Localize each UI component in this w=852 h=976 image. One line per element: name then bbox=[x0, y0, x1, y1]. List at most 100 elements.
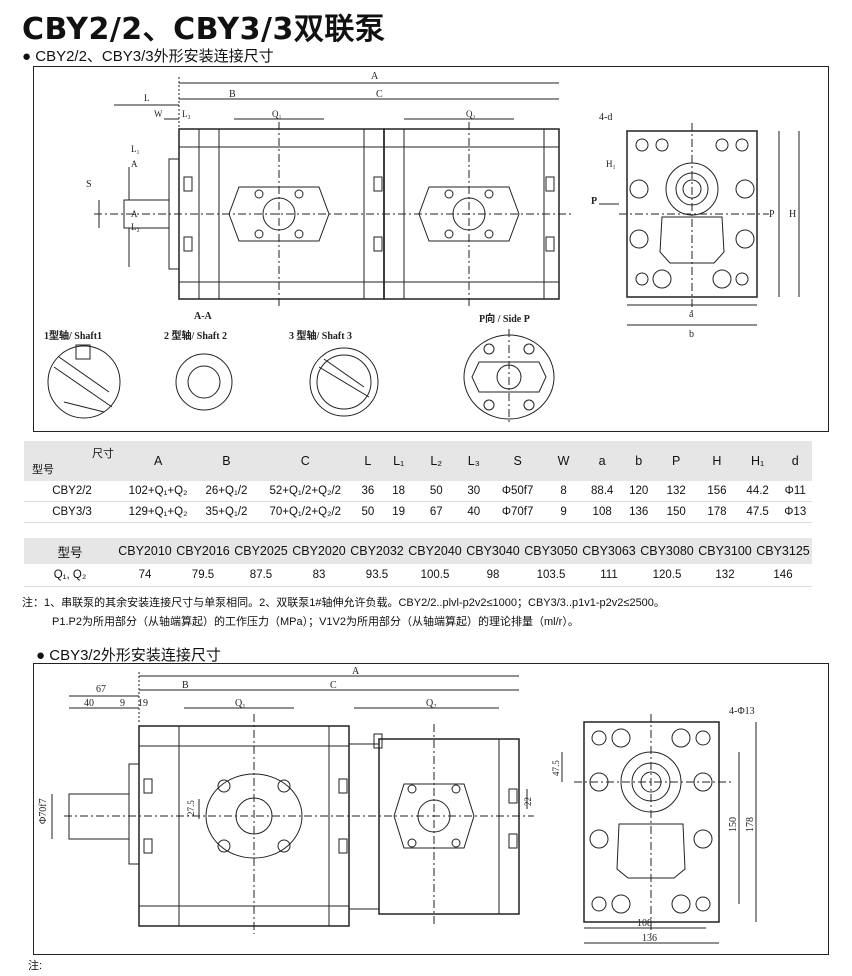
model-header: CBY3125 bbox=[754, 538, 812, 564]
cell: CBY3/3 bbox=[24, 501, 121, 523]
cell: 47.5 bbox=[736, 501, 779, 523]
model-header: CBY3040 bbox=[464, 538, 522, 564]
cell: Φ50f7 bbox=[490, 481, 545, 502]
dim2-475: 47.5 bbox=[551, 760, 561, 776]
col-header: A bbox=[120, 441, 197, 481]
shaft-section-3 bbox=[309, 347, 379, 417]
col-header: L bbox=[353, 441, 382, 481]
cell: Φ13 bbox=[778, 501, 812, 523]
model-head-label: 型号 bbox=[24, 538, 116, 564]
dim-c: C bbox=[376, 89, 383, 100]
model-header: CBY2040 bbox=[406, 538, 464, 564]
cell: 136 bbox=[621, 501, 656, 523]
cell: 79.5 bbox=[174, 564, 232, 587]
table-row: CBY3/3 129+Q₁+Q₂ 35+Q₁/2 70+Q₁/2+Q₂/2 50… bbox=[24, 501, 812, 523]
cell: 67 bbox=[415, 501, 458, 523]
section-heading-1: ● CBY2/2、CBY3/3外形安装连接尺寸 bbox=[22, 45, 274, 66]
col-header: L₃ bbox=[457, 441, 491, 481]
cell: 100.5 bbox=[406, 564, 464, 587]
cell: 26+Q₁/2 bbox=[196, 481, 257, 502]
cell: 18 bbox=[381, 481, 416, 502]
col-header: H₁ bbox=[736, 441, 779, 481]
dim-a-small: a bbox=[689, 309, 694, 320]
dim-l1: L₁ bbox=[131, 144, 140, 154]
cell: 50 bbox=[415, 481, 458, 502]
cell: 87.5 bbox=[232, 564, 290, 587]
dim2-c: C bbox=[330, 680, 337, 691]
pump2-body-rear bbox=[378, 738, 520, 915]
dim-aa-top: A bbox=[131, 159, 138, 169]
notes-line-2: P1.P2为所用部分（从轴端算起）的工作压力（MPa）；V1V2为所用部分（从轴… bbox=[52, 616, 579, 628]
footer-note: 注: bbox=[28, 960, 43, 972]
dim-h1: H₁ bbox=[606, 159, 616, 169]
label-shaft3: 3 型轴/ Shaft 3 bbox=[289, 329, 352, 342]
label-aa: A-A bbox=[194, 311, 213, 322]
section-heading-2: ● CBY3/2外形安装连接尺寸 bbox=[36, 644, 221, 665]
dim-q1: Q₁ bbox=[272, 109, 282, 119]
cell: 108 bbox=[582, 501, 622, 523]
model-header: CBY3063 bbox=[580, 538, 638, 564]
cell: 36 bbox=[353, 481, 382, 502]
spec-table-1: 尺寸 型号 A B C L L₁ L₂ L₃ S W a b P H H₁ d … bbox=[24, 441, 812, 523]
dim-l2: L₂ bbox=[131, 222, 140, 232]
col-header: b bbox=[621, 441, 656, 481]
dim2-phi: Φ70f7 bbox=[38, 798, 49, 824]
table-row: Q₁, Q₂ 74 79.5 87.5 83 93.5 100.5 98 103… bbox=[24, 564, 812, 587]
cell: Φ11 bbox=[778, 481, 812, 502]
cell: 9 bbox=[544, 501, 583, 523]
dim-l3: L₃ bbox=[182, 109, 191, 119]
model-header: CBY2020 bbox=[290, 538, 348, 564]
spec-table-1-header: 尺寸 型号 A B C L L₁ L₂ L₃ S W a b P H H₁ d bbox=[24, 441, 812, 481]
section-heading-1-text: CBY2/2、CBY3/3外形安装连接尺寸 bbox=[35, 48, 274, 65]
notes-line-1: 注：1、串联泵的其余安装连接尺寸与单泵相同。2、双联泵1#轴伸允许负载。CBY2… bbox=[22, 597, 665, 609]
cell: 8 bbox=[544, 481, 583, 502]
col-header: d bbox=[778, 441, 812, 481]
cell: Φ70f7 bbox=[490, 501, 545, 523]
shaft-section-2 bbox=[175, 353, 233, 411]
dim2-275: 27.5 bbox=[186, 800, 196, 816]
cell: 88.4 bbox=[582, 481, 622, 502]
model-header: CBY2025 bbox=[232, 538, 290, 564]
bullet-icon: ● bbox=[22, 48, 32, 65]
cell: 40 bbox=[457, 501, 491, 523]
row-label: Q₁, Q₂ bbox=[24, 564, 116, 587]
col-header: P bbox=[655, 441, 698, 481]
dim-q2: Q₂ bbox=[466, 109, 476, 119]
model-header: CBY2016 bbox=[174, 538, 232, 564]
model-header: CBY3080 bbox=[638, 538, 696, 564]
dim-a: A bbox=[371, 71, 379, 82]
dim2-19: 19 bbox=[138, 698, 148, 709]
dim2-67: 67 bbox=[96, 684, 106, 695]
dim2-22: 22 bbox=[523, 797, 533, 806]
dim-b: B bbox=[229, 89, 236, 100]
cell: 132 bbox=[655, 481, 698, 502]
dim2-a: A bbox=[352, 666, 360, 677]
cell: 83 bbox=[290, 564, 348, 587]
col-header: S bbox=[490, 441, 545, 481]
corner-top-label: 尺寸 bbox=[92, 448, 115, 460]
col-header: L₂ bbox=[415, 441, 458, 481]
model-header: CBY2010 bbox=[116, 538, 174, 564]
model-header: CBY3100 bbox=[696, 538, 754, 564]
cell: 50 bbox=[353, 501, 382, 523]
dim-p: P bbox=[769, 209, 775, 220]
shaft-section-1 bbox=[47, 345, 121, 419]
section-heading-2-text: CBY3/2外形安装连接尺寸 bbox=[49, 647, 221, 664]
pump2-body-front bbox=[138, 725, 350, 927]
cell: 111 bbox=[580, 564, 638, 587]
drawing-frame-1: A B C L W L₃ Q₁ Q₂ L₁ A A L₂ S 4-d H₁ P … bbox=[33, 66, 829, 432]
model-header: CBY3050 bbox=[522, 538, 580, 564]
cell: 19 bbox=[381, 501, 416, 523]
col-header: a bbox=[582, 441, 622, 481]
cell: 30 bbox=[457, 481, 491, 502]
cell: 44.2 bbox=[736, 481, 779, 502]
spec-table-2: 型号 CBY2010 CBY2016 CBY2025 CBY2020 CBY20… bbox=[24, 538, 812, 587]
dim2-q2: Q₂ bbox=[426, 698, 437, 709]
cell: 150 bbox=[655, 501, 698, 523]
col-header: B bbox=[196, 441, 257, 481]
dim-h: H bbox=[789, 209, 796, 220]
dim-aa-bottom: A bbox=[131, 209, 138, 219]
cell: 70+Q₁/2+Q₂/2 bbox=[256, 501, 354, 523]
cell: 93.5 bbox=[348, 564, 406, 587]
cell: 129+Q₁+Q₂ bbox=[120, 501, 197, 523]
